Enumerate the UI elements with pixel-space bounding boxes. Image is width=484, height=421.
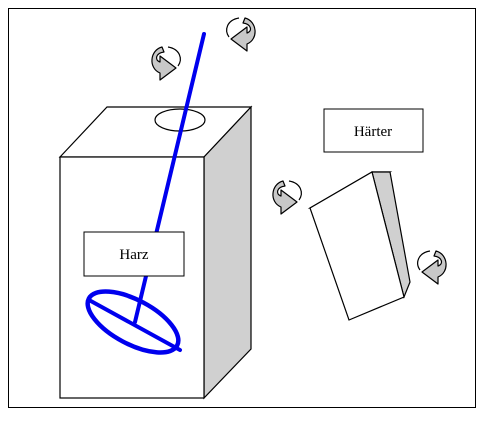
hardener-block <box>307 171 411 321</box>
resin-label: Harz <box>83 231 185 277</box>
container-front-face <box>59 156 205 399</box>
hardener-label-text: Härter <box>354 124 392 140</box>
stirrer-crossbar <box>87 298 182 352</box>
resin-label-text: Harz <box>119 247 148 263</box>
hardener-front-face <box>309 171 405 321</box>
container-side-face <box>203 105 252 400</box>
hardener-label: Härter <box>323 108 424 153</box>
resin-container <box>58 105 253 400</box>
